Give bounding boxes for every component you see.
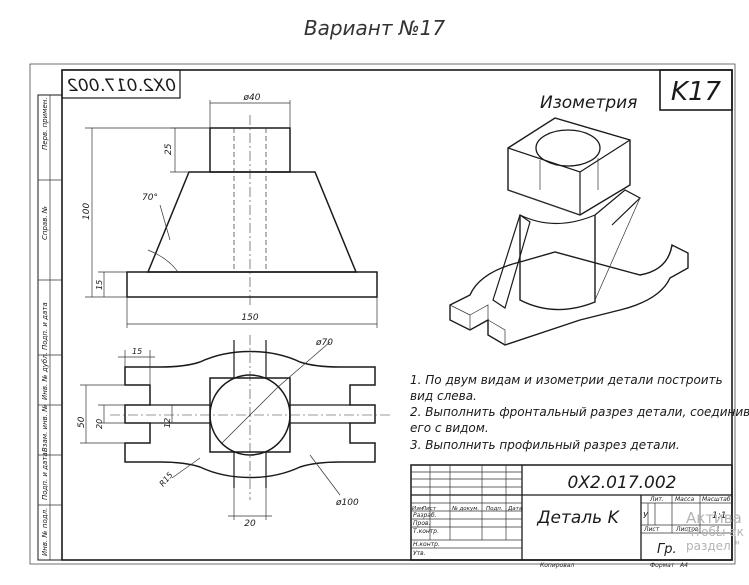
tb-col-header: Лист [421,506,437,512]
dim-h15: 15 [95,280,104,290]
tb-role: Разраб. [413,512,437,519]
isometric-view [449,117,689,346]
tb-scale-value: 1:1 [712,511,726,521]
dim-d100: ø100 [335,498,359,508]
tb-role: Т.контр. [413,528,439,535]
isometry-label: Изометрия [540,93,637,113]
top-view: ø70 15 50 20 12 R15 ø100 20 [77,335,390,529]
part-name: Деталь K [536,508,620,528]
dim-h12: 12 [163,418,172,428]
dim-h25: 25 [164,143,174,155]
tb-copied: Копировал [540,562,574,569]
side-label: Подп. и дата [41,452,49,500]
side-label: Подп. и дата [41,302,49,350]
binding-strip: Перв. примен. Справ. № Подп. и дата Инв.… [37,94,63,561]
tb-col-header: Подп. [486,506,503,512]
watermark-line: Чтобы ак [686,525,744,539]
tb-sheet-label: Лист [643,526,660,533]
task-line: 1. По двум видам и изометрии детали пост… [410,373,723,387]
dim-w150: 150 [241,313,258,323]
task-list: 1. По двум видам и изометрии детали пост… [410,373,749,452]
tb-lit-label: Лит. [649,496,664,503]
tb-sheets-label: Листов [675,526,699,533]
side-label: Перв. примен. [41,97,49,150]
tb-format-value: А4 [679,562,688,569]
tb-col-header: № докум. [451,506,479,512]
tb-role: Утв. [413,550,426,557]
task-line: вид слева. [410,389,477,403]
tb-role: Н.контр. [413,541,440,548]
mirrored-code-box: 0X2.017.002 [61,69,181,99]
task-line: 2. Выполнить фронтальный разрез детали, … [410,405,749,419]
watermark-line: раздел " [686,539,741,553]
side-label: Инв. № подл. [41,508,49,556]
dim-h100: 100 [82,203,92,220]
tb-sheets-value: 1 [716,526,720,533]
side-label: Инв. № дубл. [41,352,49,400]
side-label: Справ. № [41,206,49,240]
task-line: его с видом. [410,421,489,435]
tb-mass-label: Масса [675,496,694,503]
dim-w20: 20 [244,519,256,529]
dim-h20: 20 [95,419,104,429]
tb-group: Гр. [657,542,677,557]
variant-heading: Вариант №17 [303,16,446,40]
doc-code: 0X2.017.002 [568,473,677,493]
side-label: Взам. инв. № [41,404,49,452]
tb-role: Пров. [413,520,431,527]
dim-d40: ø40 [243,93,261,103]
dim-d70: ø70 [315,338,333,348]
task-line: 3. Выполнить профильный разрез детали. [410,438,680,452]
title-block: 0X2.017.002 Изм Лист № докум. Подп. Дата… [410,464,733,569]
activation-watermark: Актива Чтобы ак раздел " [686,509,744,554]
outer-frame [29,63,736,565]
mirrored-code: 0X2.017.002 [67,76,176,96]
tb-col-header: Дата [507,506,523,512]
dim-w15: 15 [132,347,142,356]
dim-h50: 50 [77,416,87,428]
tb-col-header: Изм [412,506,423,512]
dim-angle70: 70° [142,193,158,203]
variant-badge: K17 [659,69,733,111]
tb-lit-value: У [643,511,649,520]
front-view: ø40 25 100 15 70° 150 [82,93,378,328]
tb-scale-label: Масштаб [702,496,731,503]
dim-r15: R15 [158,470,175,488]
tb-format: Формат [650,562,675,569]
variant-badge-text: K17 [671,77,722,107]
watermark-line: Актива [686,509,742,527]
